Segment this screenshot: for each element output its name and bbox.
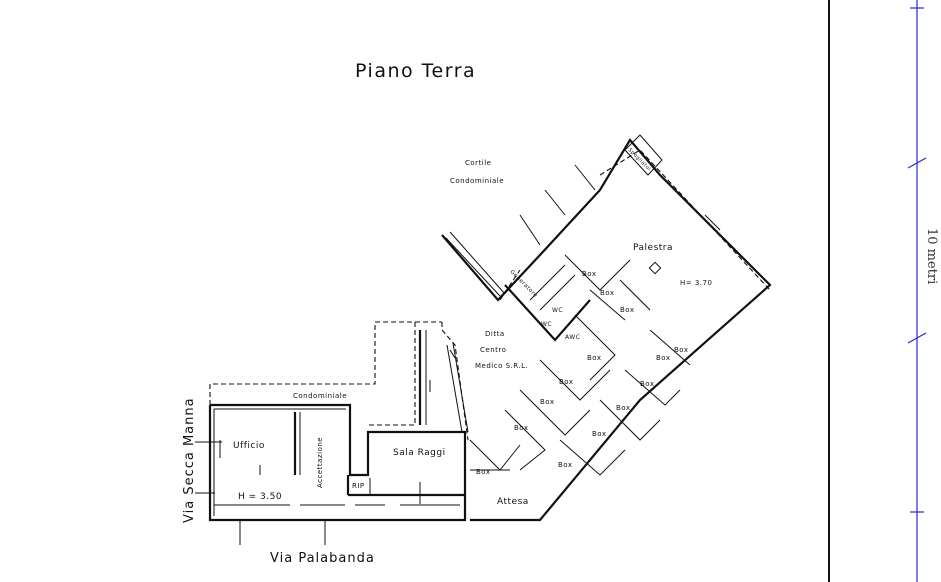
- palestra-label: Palestra: [633, 243, 673, 253]
- box-label: Box: [640, 380, 655, 388]
- cortile-label: Cortile: [465, 159, 492, 167]
- ditta-label-1: Ditta: [485, 330, 505, 338]
- ufficio-height: H = 3.50: [238, 492, 282, 502]
- sala-raggi-label: Sala Raggi: [393, 448, 446, 458]
- left-block: Condominiale Ufficio H = 3.50 Accettazio…: [195, 321, 469, 545]
- palestra-wing: Spogliatoi Palestra H= 3.70 Generatore W…: [441, 134, 772, 522]
- box-label: Box: [582, 270, 597, 278]
- awc-label: AWC: [565, 334, 580, 341]
- plan-title: Piano Terra: [355, 60, 476, 82]
- box-label: Box: [656, 354, 671, 362]
- box-label: Box: [587, 354, 602, 362]
- cortile-label-2: Condominiale: [450, 177, 504, 185]
- box-label: Box: [674, 346, 689, 354]
- box-label: Box: [514, 424, 529, 432]
- box-label: Box: [620, 306, 635, 314]
- scale-label: 10 metri: [924, 228, 939, 284]
- ufficio-label: Ufficio: [233, 441, 265, 451]
- accettazione-label: Accettazione: [316, 437, 324, 488]
- box-label: Box: [616, 404, 631, 412]
- condominiale-label: Condominiale: [293, 392, 347, 400]
- box-label: Box: [558, 461, 573, 469]
- scale-ruler: 10 metri: [907, 0, 939, 582]
- attesa-label: Attesa: [497, 497, 529, 507]
- rip-label: RIP: [352, 482, 365, 490]
- box-label: Box: [600, 289, 615, 297]
- street-bottom: Via Palabanda: [270, 551, 375, 566]
- box-labels: Box Box Box Box Box Box Box Box Box Box …: [476, 270, 689, 476]
- ditta-label-3: Medico S.R.L.: [475, 362, 528, 370]
- box-label: Box: [592, 430, 607, 438]
- box-label: Box: [476, 468, 491, 476]
- palestra-height: H= 3.70: [680, 279, 712, 287]
- ditta-label-2: Centro: [480, 346, 506, 354]
- box-label: Box: [540, 398, 555, 406]
- street-left: Via Secca Manna: [182, 397, 197, 523]
- wc2-label: WC: [541, 321, 552, 328]
- box-label: Box: [559, 378, 574, 386]
- wc1-label: WC: [552, 307, 563, 314]
